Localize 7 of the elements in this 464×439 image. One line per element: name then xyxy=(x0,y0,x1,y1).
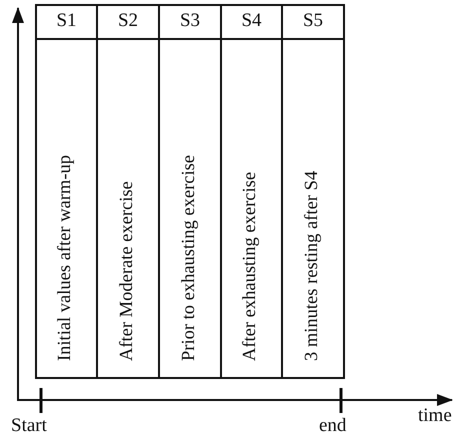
axis-label: time xyxy=(418,406,452,426)
header-cell: S1 xyxy=(35,4,98,40)
header-cell: S5 xyxy=(281,4,345,40)
table-cell: Initial values after warm-up xyxy=(35,38,98,379)
axis-label: Start xyxy=(11,416,47,436)
table-cell: 3 minutes resting after S4 xyxy=(281,38,345,379)
axis-label: end xyxy=(319,416,346,436)
